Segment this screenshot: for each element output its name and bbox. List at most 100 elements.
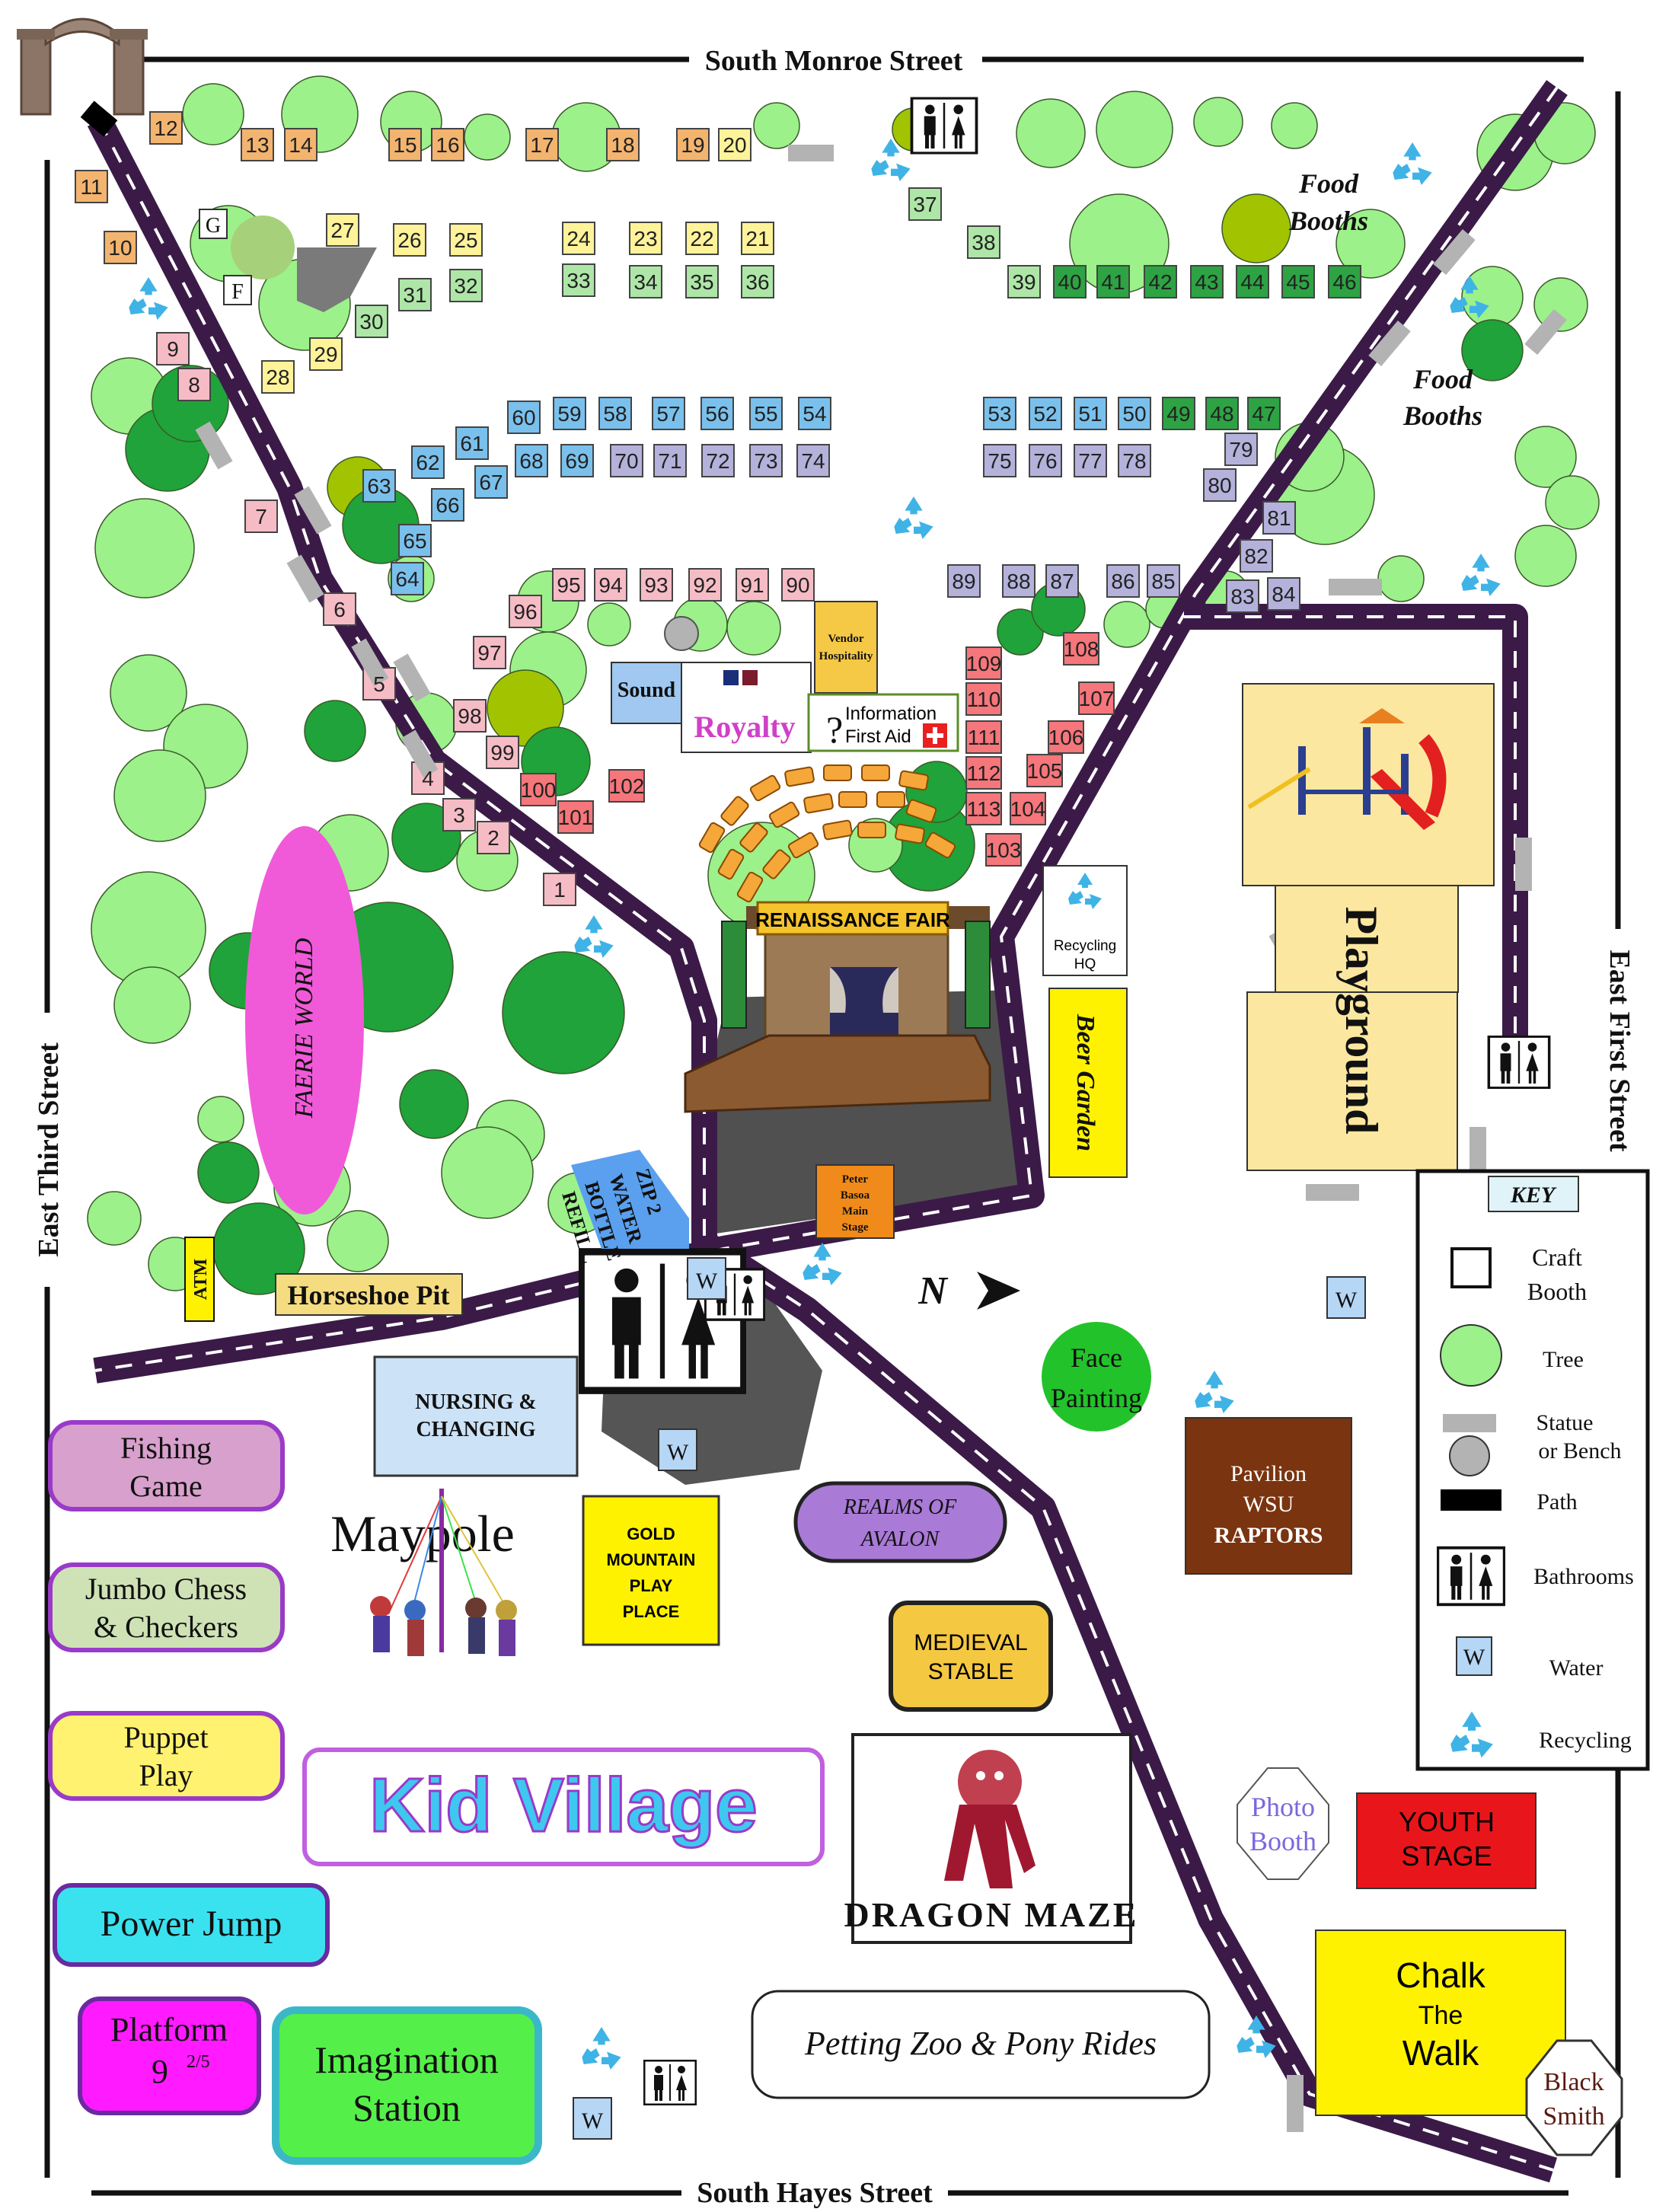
craft-booth[interactable] — [1002, 564, 1036, 598]
craft-booth[interactable] — [1205, 397, 1239, 430]
craft-booth[interactable] — [474, 465, 508, 499]
craft-booth[interactable] — [284, 128, 318, 161]
craft-booth[interactable] — [473, 636, 506, 669]
craft-booth[interactable] — [610, 444, 643, 477]
craft-booth[interactable] — [261, 360, 295, 394]
craft-booth[interactable] — [1262, 501, 1296, 535]
craft-booth[interactable] — [1096, 265, 1130, 298]
craft-booth[interactable] — [736, 568, 769, 602]
craft-booth[interactable] — [449, 269, 483, 302]
craft-booth[interactable] — [560, 444, 594, 477]
craft-booth[interactable] — [749, 444, 783, 477]
craft-booth[interactable] — [598, 397, 632, 430]
craft-booth[interactable] — [1053, 265, 1087, 298]
craft-booth[interactable] — [1078, 681, 1115, 715]
craft-booth[interactable] — [1010, 792, 1046, 825]
craft-booth[interactable] — [749, 397, 783, 430]
craft-booth[interactable] — [606, 128, 640, 161]
craft-booth[interactable] — [552, 568, 586, 602]
craft-booth[interactable] — [1247, 397, 1281, 430]
craft-booth[interactable] — [1048, 720, 1084, 754]
craft-booth[interactable] — [1236, 265, 1269, 298]
main-stage[interactable]: RENAISSANCE FAIR Peter Basoa Main Stage — [684, 901, 991, 1239]
craft-booth[interactable] — [486, 736, 519, 769]
craft-booth[interactable] — [1118, 397, 1151, 430]
craft-booth[interactable] — [453, 699, 487, 733]
craft-booth[interactable] — [741, 222, 774, 255]
craft-booth[interactable] — [241, 128, 274, 161]
craft-booth[interactable] — [393, 223, 426, 257]
craft-booth[interactable] — [688, 568, 722, 602]
craft-booth[interactable] — [718, 128, 752, 161]
craft-booth[interactable] — [1029, 444, 1062, 477]
craft-booth[interactable] — [455, 426, 489, 460]
craft-booth[interactable] — [798, 397, 831, 430]
craft-booth[interactable] — [411, 445, 445, 479]
craft-booth[interactable] — [562, 263, 595, 297]
craft-booth[interactable] — [449, 223, 483, 257]
craft-booth[interactable] — [244, 500, 278, 533]
craft-booth[interactable] — [309, 337, 343, 371]
craft-booth[interactable] — [362, 469, 396, 503]
craft-booth[interactable] — [608, 769, 645, 803]
craft-booth[interactable] — [442, 798, 476, 831]
craft-booth[interactable] — [323, 592, 356, 626]
craft-booth[interactable] — [355, 305, 388, 338]
craft-booth[interactable] — [520, 773, 557, 806]
craft-booth[interactable] — [398, 524, 432, 557]
craft-booth[interactable] — [156, 332, 190, 365]
craft-booth[interactable] — [525, 128, 559, 161]
craft-booth[interactable] — [1203, 468, 1237, 502]
craft-booth[interactable] — [509, 595, 542, 628]
craft-booth[interactable] — [1281, 265, 1315, 298]
craft-booth[interactable] — [104, 231, 137, 264]
craft-booth[interactable] — [629, 265, 662, 298]
craft-booth[interactable] — [391, 562, 424, 595]
craft-booth[interactable] — [685, 222, 719, 255]
craft-booth[interactable] — [701, 444, 735, 477]
craft-booth[interactable] — [431, 488, 464, 522]
craft-booth[interactable] — [1226, 579, 1259, 613]
craft-booth[interactable] — [965, 792, 1002, 825]
craft-booth[interactable] — [1240, 539, 1273, 573]
craft-booth[interactable] — [1144, 265, 1177, 298]
craft-booth[interactable] — [562, 222, 595, 255]
craft-booth[interactable] — [594, 568, 627, 602]
craft-booth[interactable] — [1007, 265, 1041, 298]
craft-booth[interactable] — [75, 170, 108, 203]
craft-booth[interactable] — [1063, 632, 1099, 666]
craft-booth[interactable] — [965, 682, 1002, 716]
craft-booth[interactable] — [177, 368, 211, 401]
craft-booth[interactable] — [557, 800, 594, 834]
craft-booth[interactable] — [553, 397, 586, 430]
craft-booth[interactable] — [1267, 577, 1300, 611]
craft-booth[interactable] — [1106, 564, 1140, 598]
craft-booth[interactable] — [781, 568, 815, 602]
craft-booth[interactable] — [985, 833, 1022, 867]
craft-booth[interactable] — [1147, 564, 1180, 598]
craft-booth[interactable] — [1118, 444, 1151, 477]
craft-booth[interactable] — [967, 225, 1000, 259]
craft-booth[interactable] — [1162, 397, 1195, 430]
craft-booth[interactable] — [965, 720, 1002, 754]
craft-booth[interactable] — [908, 187, 942, 221]
faerie-world[interactable]: FAERIE WORLD — [245, 826, 364, 1215]
craft-booth[interactable] — [676, 128, 710, 161]
craft-booth[interactable] — [507, 401, 541, 434]
craft-booth[interactable] — [700, 397, 734, 430]
craft-booth[interactable] — [965, 756, 1002, 790]
craft-booth[interactable] — [1190, 265, 1224, 298]
craft-booth[interactable] — [653, 444, 687, 477]
craft-booth[interactable] — [515, 444, 548, 477]
craft-booth[interactable] — [652, 397, 685, 430]
craft-booth[interactable] — [398, 278, 432, 311]
craft-booth[interactable] — [431, 128, 464, 161]
craft-booth[interactable] — [1045, 564, 1079, 598]
craft-booth[interactable] — [796, 444, 830, 477]
craft-booth[interactable] — [1074, 444, 1107, 477]
craft-booth[interactable] — [947, 564, 981, 598]
craft-booth[interactable] — [149, 111, 183, 145]
craft-booth[interactable] — [965, 646, 1002, 680]
craft-booth[interactable] — [1328, 265, 1361, 298]
craft-booth[interactable] — [983, 397, 1016, 430]
